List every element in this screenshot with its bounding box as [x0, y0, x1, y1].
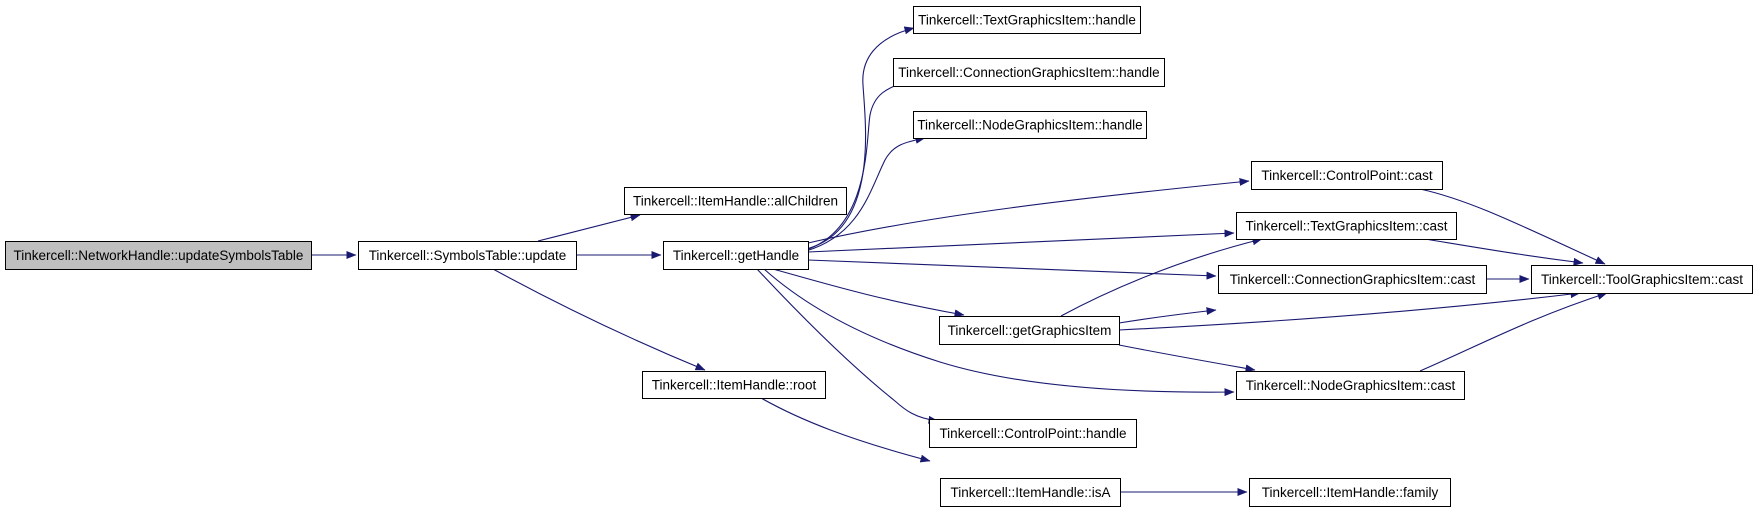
edge-line [805, 26, 915, 250]
node-label: Tinkercell::SymbolsTable::update [369, 248, 567, 263]
node-getHandle[interactable]: Tinkercell::getHandle [663, 241, 809, 270]
node-box [1236, 371, 1465, 400]
edge-line [492, 268, 706, 371]
edge-line [807, 259, 1217, 280]
edge-root-to-isA [760, 397, 931, 463]
node-getGraphicsItem[interactable]: Tinkercell::getGraphicsItem [939, 316, 1120, 345]
edge-getHandle-to-textCast [807, 229, 1235, 253]
edge-line [1419, 292, 1608, 372]
node-label: Tinkercell::getGraphicsItem [948, 323, 1112, 338]
node-label: Tinkercell::ItemHandle::isA [950, 485, 1110, 500]
edges-layer [311, 26, 1608, 496]
edge-line [760, 397, 931, 463]
edge-getHandle-to-nodeHandle [805, 135, 926, 252]
edge-getHandle-to-connHandle [805, 78, 912, 251]
node-isA[interactable]: Tinkercell::ItemHandle::isA [940, 478, 1121, 507]
node-label: Tinkercell::ConnectionGraphicsItem::hand… [898, 65, 1159, 80]
edge-nodeCast-to-toolCast [1419, 292, 1608, 372]
node-label: Tinkercell::ControlPoint::cast [1261, 168, 1433, 183]
node-label: Tinkercell::ItemHandle::family [1262, 485, 1439, 500]
node-label: Tinkercell::ItemHandle::allChildren [633, 194, 838, 209]
node-label: Tinkercell::ConnectionGraphicsItem::cast [1230, 272, 1476, 287]
nodes-layer: Tinkercell::NetworkHandle::updateSymbols… [5, 6, 1753, 507]
node-box [939, 316, 1120, 345]
node-box [929, 419, 1137, 448]
node-cpCast[interactable]: Tinkercell::ControlPoint::cast [1251, 161, 1443, 190]
node-box [1236, 212, 1457, 240]
edge-getGraphicsItem-to-textCast [1060, 237, 1263, 317]
edge-line [1419, 188, 1606, 265]
node-box [663, 241, 809, 270]
edge-line [1118, 344, 1256, 373]
node-family[interactable]: Tinkercell::ItemHandle::family [1249, 478, 1451, 507]
node-label: Tinkercell::TextGraphicsItem::handle [918, 13, 1136, 28]
edge-textCast-to-toolCast [1424, 238, 1584, 266]
node-box [1531, 265, 1753, 294]
node-label: Tinkercell::NodeGraphicsItem::handle [917, 118, 1142, 133]
edge-symUpdate-to-root [492, 268, 706, 371]
node-nodeHandle[interactable]: Tinkercell::NodeGraphicsItem::handle [913, 111, 1147, 139]
node-box [893, 58, 1165, 87]
edge-line [1118, 307, 1217, 324]
edge-symUpdate-to-allChildren [537, 213, 641, 242]
node-box [1249, 478, 1451, 507]
node-label: Tinkercell::NetworkHandle::updateSymbols… [14, 248, 304, 263]
node-box [940, 478, 1121, 507]
edge-line [772, 268, 965, 318]
edge-line [1060, 237, 1263, 317]
node-label: Tinkercell::NodeGraphicsItem::cast [1246, 378, 1456, 393]
node-box [913, 6, 1141, 34]
node-textCast[interactable]: Tinkercell::TextGraphicsItem::cast [1236, 212, 1457, 240]
edge-getGraphicsItem-to-nodeCast [1118, 344, 1256, 373]
node-label: Tinkercell::ToolGraphicsItem::cast [1541, 272, 1743, 287]
node-allChildren[interactable]: Tinkercell::ItemHandle::allChildren [624, 187, 847, 215]
edge-getHandle-to-connCast [807, 259, 1217, 280]
node-connCast[interactable]: Tinkercell::ConnectionGraphicsItem::cast [1218, 265, 1487, 294]
node-box [1251, 161, 1443, 190]
node-box [642, 371, 826, 399]
edge-line [1118, 290, 1581, 331]
edge-line [537, 213, 641, 242]
edge-line [805, 135, 926, 252]
node-textHandle[interactable]: Tinkercell::TextGraphicsItem::handle [913, 6, 1141, 34]
edge-getHandle-to-textHandle [805, 26, 915, 250]
edge-getHandle-to-cpHandle [756, 268, 939, 424]
edge-line [805, 78, 912, 251]
node-toolCast[interactable]: Tinkercell::ToolGraphicsItem::cast [1531, 265, 1753, 294]
edge-line [756, 268, 939, 424]
node-label: Tinkercell::ControlPoint::handle [939, 426, 1126, 441]
edge-getGraphicsItem-to-toolCast [1118, 290, 1581, 331]
edge-line [763, 268, 1235, 397]
node-symUpdate[interactable]: Tinkercell::SymbolsTable::update [358, 241, 577, 270]
node-label: Tinkercell::ItemHandle::root [652, 378, 817, 393]
edge-line [807, 177, 1250, 244]
node-updateSymbolsTable[interactable]: Tinkercell::NetworkHandle::updateSymbols… [5, 241, 312, 270]
node-connHandle[interactable]: Tinkercell::ConnectionGraphicsItem::hand… [893, 58, 1165, 87]
node-box [1218, 265, 1487, 294]
node-box [624, 187, 847, 215]
node-box [913, 111, 1147, 139]
node-label: Tinkercell::TextGraphicsItem::cast [1245, 219, 1447, 234]
edge-cpCast-to-toolCast [1419, 188, 1606, 265]
node-nodeCast[interactable]: Tinkercell::NodeGraphicsItem::cast [1236, 371, 1465, 400]
edge-getHandle-to-nodeCast [763, 268, 1235, 397]
edge-getGraphicsItem-to-connCast [1118, 307, 1217, 324]
node-box [358, 241, 577, 270]
edge-getHandle-to-getGraphicsItem [772, 268, 965, 318]
node-box [5, 241, 312, 270]
node-label: Tinkercell::getHandle [673, 248, 799, 263]
edge-line [807, 229, 1235, 253]
node-root[interactable]: Tinkercell::ItemHandle::root [642, 371, 826, 399]
edge-line [1424, 238, 1584, 266]
node-cpHandle[interactable]: Tinkercell::ControlPoint::handle [929, 419, 1137, 448]
edge-getHandle-to-cpCast [807, 177, 1250, 244]
